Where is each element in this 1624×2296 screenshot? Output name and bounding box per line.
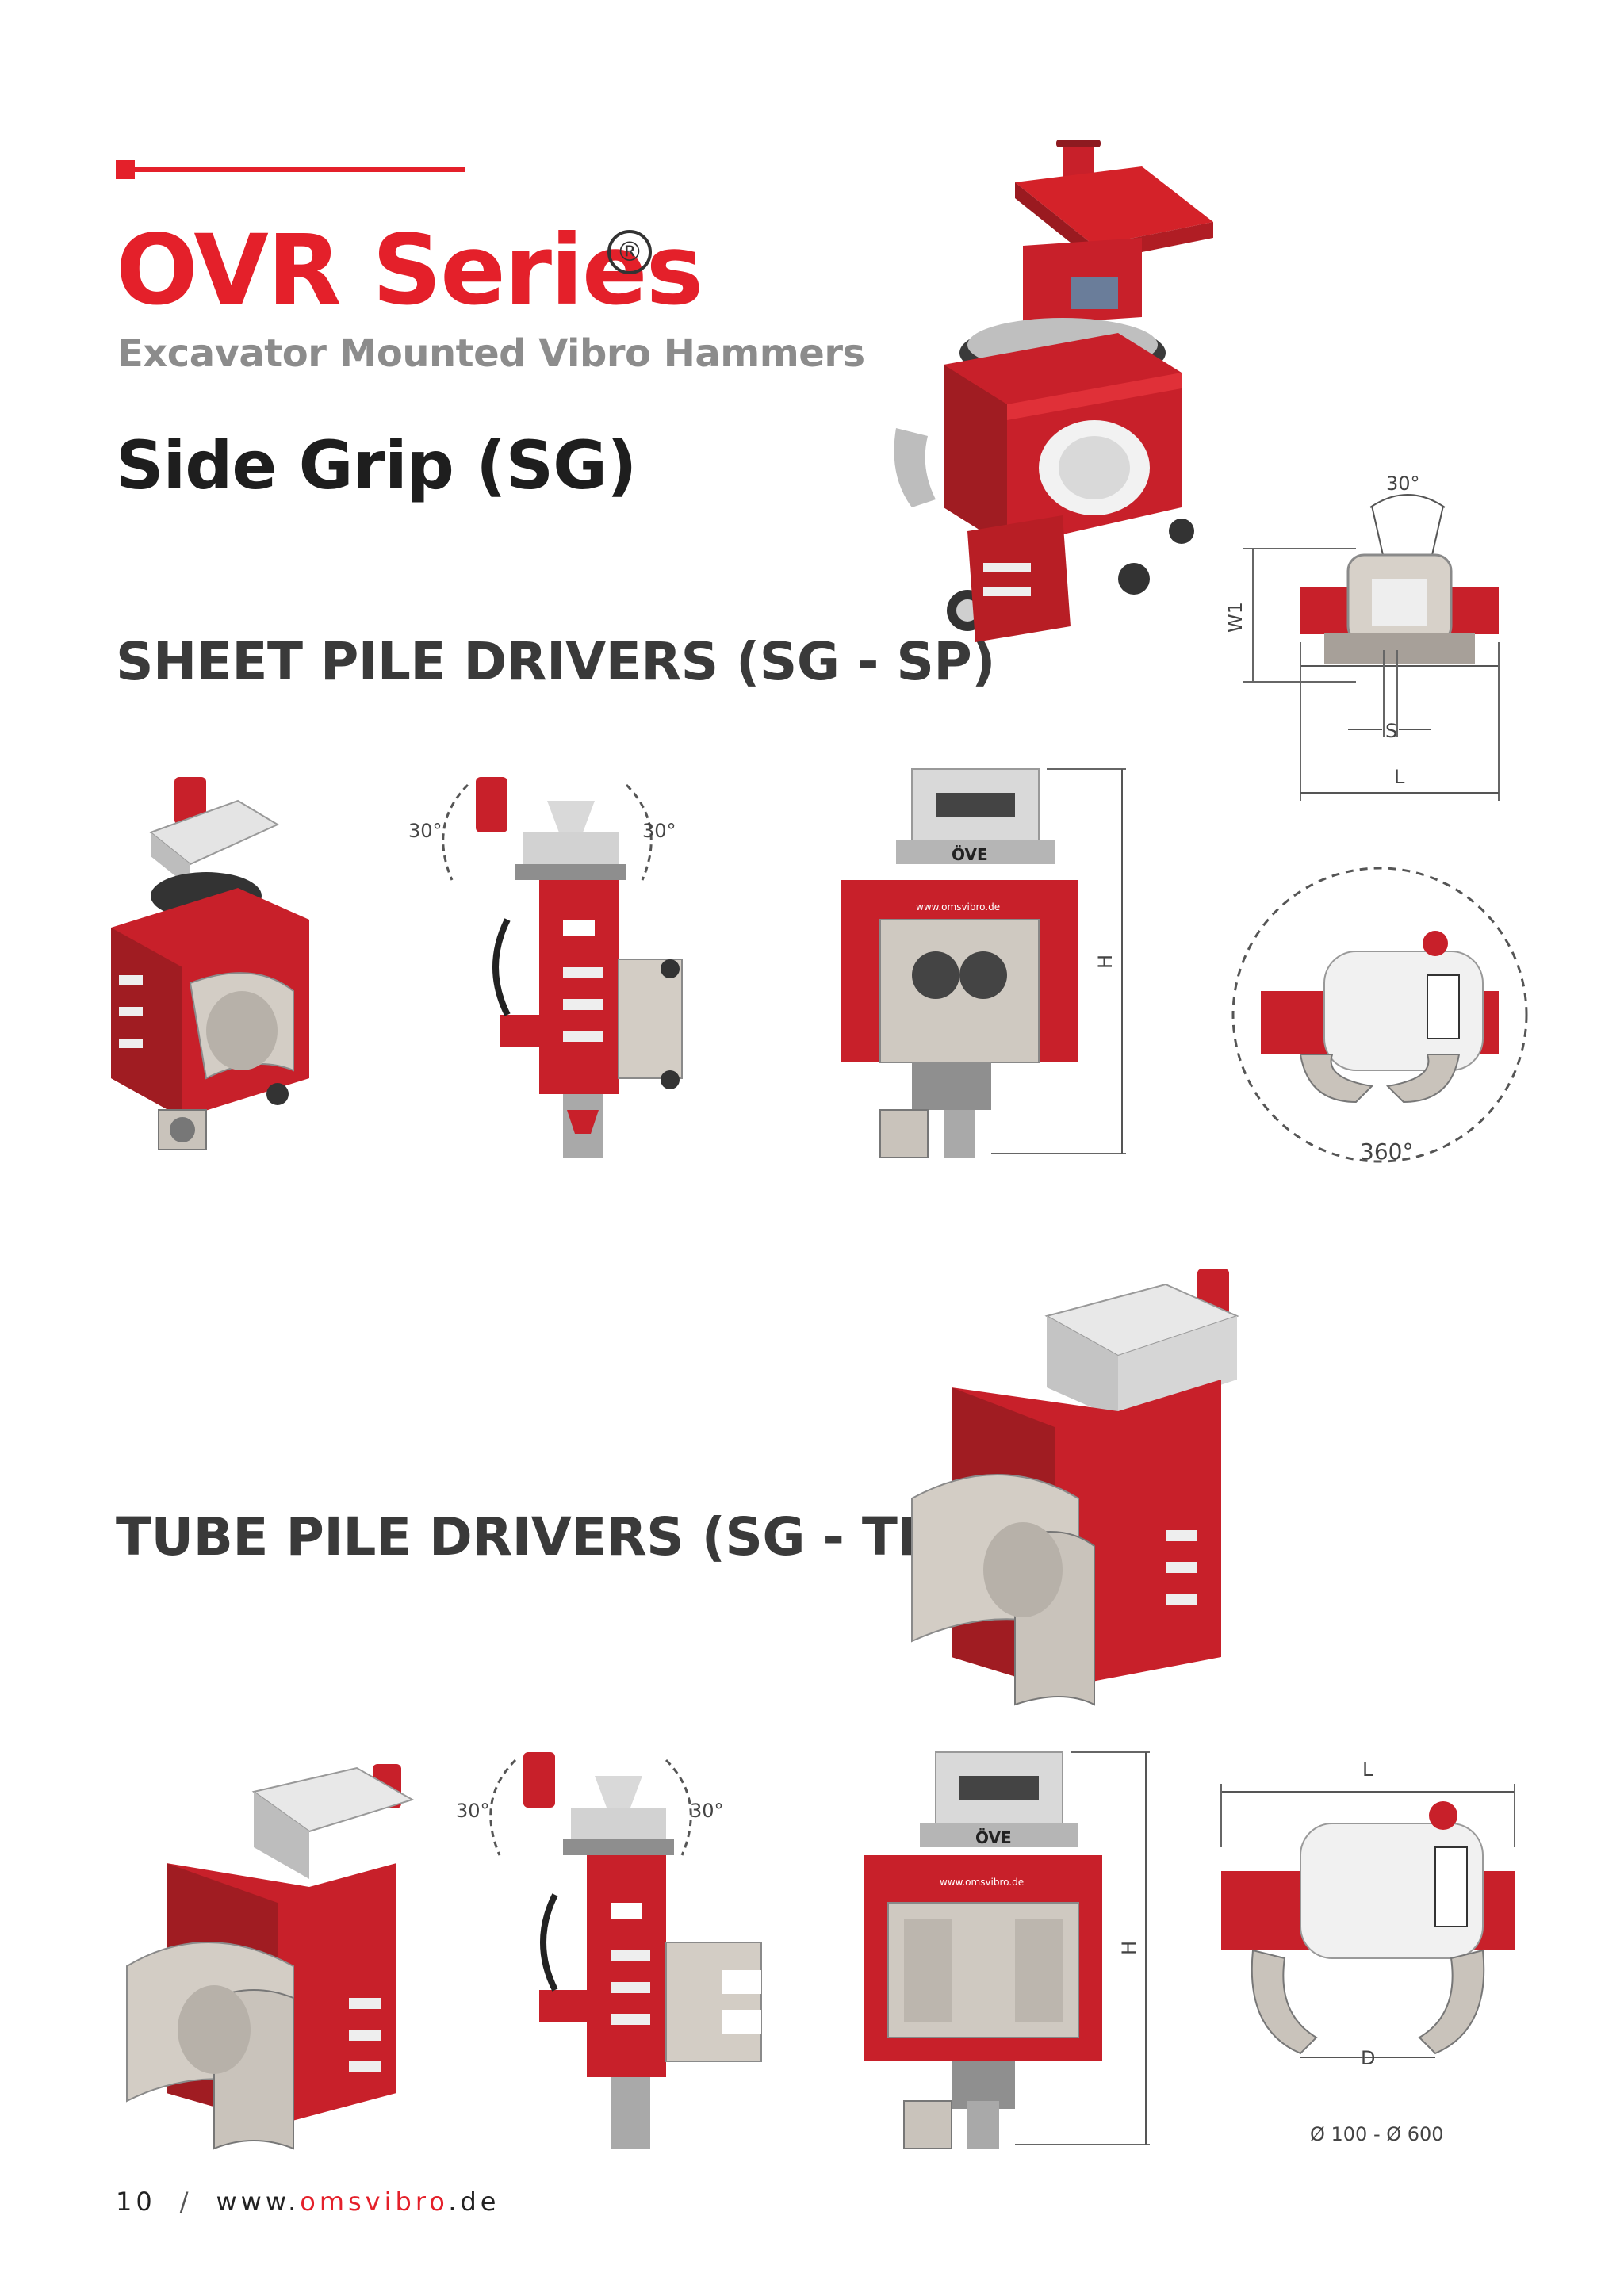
sp-rotation-angle: 360° [1360, 1138, 1413, 1165]
tp-top-l: L [1362, 1758, 1373, 1781]
footer-url-prefix: www. [216, 2187, 301, 2217]
tp-front-logo: ÖVE [975, 1828, 1012, 1847]
sp-side-machine-image: 30° 30° [408, 777, 683, 1158]
tp-hero-machine-image [911, 1269, 1239, 1706]
sp-top-s: S [1385, 720, 1397, 742]
page-number: 10 [116, 2187, 156, 2217]
tp-side-left-angle: 30° [456, 1800, 490, 1822]
page-footer: 10 / www.omsvibro.de [116, 2187, 500, 2217]
tp-side-right-angle: 30° [690, 1800, 724, 1822]
tp-top-view-diagram: L D D Ø 100 - Ø 600 [1220, 1758, 1515, 2145]
sheet-pile-heading: SHEET PILE DRIVERS (SG - SP) [116, 631, 995, 692]
sp-front-logo: ÖVE [952, 845, 988, 864]
tp-iso-machine-image [126, 1764, 415, 2150]
sp-side-left-angle: 30° [408, 820, 442, 842]
tp-side-machine-image: 30° 30° [456, 1752, 762, 2149]
page-subtitle: Excavator Mounted Vibro Hammers [117, 331, 865, 376]
tp-diameter-range: Ø 100 - Ø 600 [1310, 2123, 1444, 2145]
header-accent-line [116, 160, 465, 179]
sp-front-h: H [1094, 955, 1116, 969]
sp-iso-machine-image [111, 777, 309, 1150]
sp-top-l: L [1394, 766, 1405, 788]
sp-front-website: www.omsvibro.de [916, 901, 1000, 913]
sp-top-view-diagram: 30° W1 S L [1224, 473, 1500, 801]
sp-top-angle: 30° [1386, 473, 1420, 495]
page-title: OVR Series [116, 214, 703, 327]
tp-front-h: H [1118, 1941, 1140, 1955]
tube-pile-heading: TUBE PILE DRIVERS (SG - TP) [116, 1506, 959, 1567]
sp-top-w1: W1 [1224, 602, 1247, 633]
registered-mark: ® [607, 230, 652, 274]
tp-top-d: D [1361, 2047, 1375, 2069]
footer-separator: / [179, 2187, 193, 2217]
tp-front-machine-image: ÖVE www.omsvibro.de H [864, 1751, 1150, 2149]
hero-machine-image [894, 140, 1213, 642]
sp-side-right-angle: 30° [642, 820, 676, 842]
section-title: Side Grip (SG) [116, 427, 637, 504]
tp-front-website: www.omsvibro.de [940, 1877, 1024, 1888]
footer-url-suffix: .de [448, 2187, 500, 2217]
sp-rotation-diagram: 360° [1231, 867, 1528, 1165]
tp-top-d-label: D [1361, 2047, 1375, 2069]
sp-front-machine-image: ÖVE www.omsvibro.de H [841, 768, 1126, 1158]
footer-url-brand[interactable]: omsvibro [300, 2187, 449, 2217]
